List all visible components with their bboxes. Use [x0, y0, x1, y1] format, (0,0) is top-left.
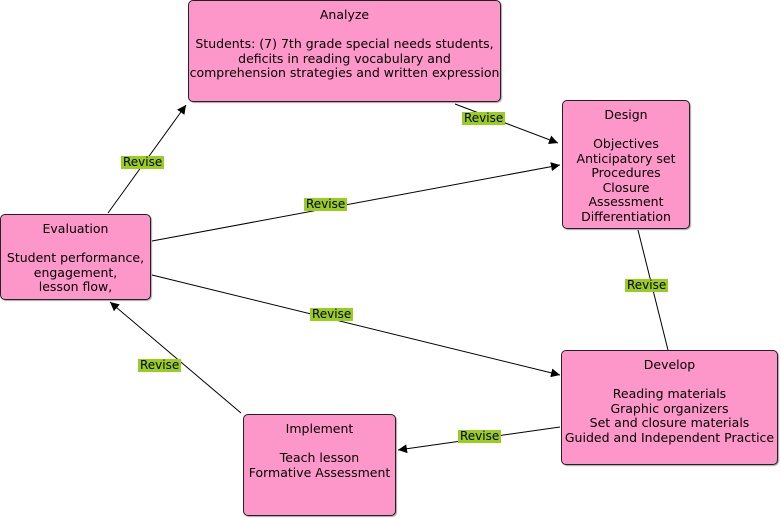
edge-label-implement-evaluation: Revise [138, 358, 182, 372]
node-analyze[interactable]: Analyze Students: (7) 7th grade special … [188, 0, 501, 102]
node-develop-line: Graphic organizers [610, 400, 729, 416]
edge-label-develop-implement: Revise [458, 429, 502, 443]
node-evaluation-line: engagement, [33, 264, 118, 280]
node-develop[interactable]: Develop Reading materials Graphic organi… [561, 350, 778, 465]
node-implement-line: Teach lesson [279, 450, 360, 465]
edge-label-evaluation-design: Revise [304, 197, 348, 211]
node-design-line: Closure [602, 179, 650, 195]
node-design[interactable]: Design Objectives Anticipatory set Proce… [562, 100, 690, 229]
node-analyze-line: Students: (7) 7th grade special needs st… [195, 36, 494, 51]
node-evaluation-title: Evaluation [42, 221, 109, 236]
edge-evaluation-develop [151, 274, 561, 378]
edge-analyze-design [454, 103, 559, 145]
node-evaluation-line: Student performance, [6, 250, 145, 265]
node-design-line: Anticipatory set [576, 150, 676, 166]
node-evaluation[interactable]: Evaluation Student performance, engageme… [0, 214, 151, 300]
node-develop-line: Reading materials [612, 386, 727, 401]
node-design-title: Design [604, 107, 648, 122]
node-design-line: Assessment [588, 194, 664, 209]
edge-label-evaluation-develop: Revise [310, 307, 354, 321]
edge-implement-evaluation [109, 301, 242, 414]
edge-label-evaluation-analyze: Revise [121, 155, 165, 169]
node-develop-title: Develop [643, 357, 696, 372]
node-develop-line: Guided and Independent Practice [564, 429, 775, 445]
node-design-line: Differentiation [581, 208, 671, 224]
node-analyze-title: Analyze [319, 7, 370, 22]
node-analyze-line: comprehension strategies and written exp… [189, 65, 500, 80]
node-implement[interactable]: Implement Teach lesson Formative Assessm… [243, 414, 396, 516]
edge-label-design-develop: Revise [625, 278, 669, 292]
node-develop-line: Set and closure materials [589, 415, 750, 430]
edge-evaluation-design [151, 162, 561, 242]
node-analyze-line: deficits in reading vocabulary and [238, 50, 451, 66]
node-design-line: Objectives [593, 136, 659, 151]
node-design-line: Procedures [591, 165, 661, 180]
node-implement-line: Formative Assessment [248, 464, 391, 480]
edge-label-analyze-design: Revise [462, 111, 506, 125]
node-evaluation-line: lesson flow, [38, 279, 113, 294]
node-implement-title: Implement [285, 421, 354, 436]
